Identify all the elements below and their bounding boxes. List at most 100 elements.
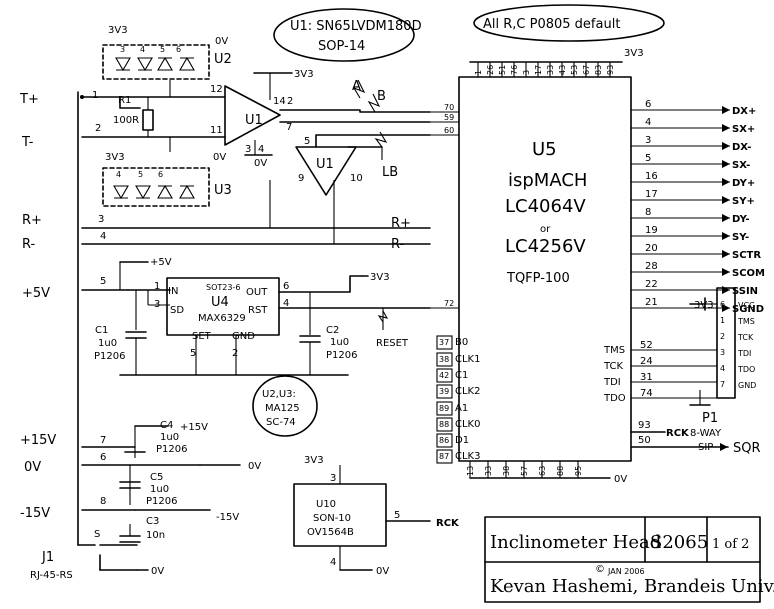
u4-pkg: SOT23-6 [206,283,240,292]
u1-pin-10: 10 [350,173,363,184]
u10-rck-label: RCK [436,518,460,529]
j1-pin-2: 2 [95,123,101,134]
shield-0v-label: 0V [151,566,164,577]
u5-left-pin-box [436,401,453,416]
u5-right-pin-arrow [722,124,730,132]
u1-pin-5: 5 [304,136,310,147]
u1-0v-label: 0V [254,158,267,169]
title-text: Inclinometer Head [490,532,661,553]
u2u3-callout: U2,U3: MA125 SC-74 [252,375,318,437]
port-label-0v: 0V [24,460,41,475]
u3-3v3-label: 3V3 [105,152,125,163]
u4-ref: U4 [211,295,229,310]
u5-left-pin-label: CLK3 [455,451,480,462]
port-label-t-plus: T+ [19,92,39,107]
u4-pin-in: IN [168,286,178,297]
u4-pin-num-sd: 3 [154,299,160,310]
u5-right-pin-label: SGND [732,304,764,315]
c2-pkg: P1206 [326,350,357,361]
cpld-u5: 3V3 0V U5 ispMACH LC4064V or LC4256V TQF… [430,48,765,485]
u5-pin-93: 93 [638,420,651,431]
u5-left-pin-box [436,433,453,448]
author-text: Kevan Hashemi, Brandeis Univ. [490,576,774,597]
r-minus-net-label: R- [391,237,405,252]
u5-left-pin-box [436,417,453,432]
u5-left-pin-number: 60 [444,126,454,135]
u5-left-pin-box [436,384,453,399]
u2-pin-3: 3 [120,45,125,54]
u5-rck-label: RCK [666,428,690,439]
p1-pin-number: 1 [720,316,725,325]
c2-ref: C2 [326,325,339,336]
u4-output-wiring: 3V3 C2 1u0 P1206 RESET [119,272,431,376]
u10-part: OV1564B [307,527,354,538]
j1-pin-6: 6 [100,452,106,463]
u1-pin-7: 7 [286,122,292,133]
u5-ref: U5 [532,139,557,160]
u5-pkg: TQFP-100 [506,271,570,286]
u4-pin-rst: RST [248,305,268,316]
u5-left-pin-number: 70 [444,103,454,112]
oscillator-u10: 3V3 3 U10 SON-10 OV1564B 5 RCK 4 0V [293,455,460,577]
u5-left-pin-box [436,335,453,350]
c1-ref: C1 [95,325,108,336]
j1-pin-4: 4 [100,231,106,242]
u5-left-pin-number: 42 [439,371,449,380]
regulator-u4: IN SD OUT RST SET GND SOT23-6 U4 MAX6329… [154,277,289,375]
u10-ref: U10 [316,499,336,510]
u1-driver: U1 12 11 14 2 7 3 4 3V3 0V [210,69,431,169]
p1-pin-number: 3 [720,348,725,357]
u5-left-pin-number: 39 [439,387,449,396]
u5-jtag-pin-label: TCK [603,361,624,372]
u5-right-pin-number: 28 [645,261,658,272]
c5-ref: C5 [150,472,163,483]
u5-top-pin-number: 1 [474,70,483,75]
u5-jtag-pin-number: 24 [640,356,653,367]
j1-pin-1: 1 [92,90,98,101]
rc-default-text: All R,C P0805 default [483,17,620,32]
u5-right-pin-number: 19 [645,225,658,236]
j1-pin-s: S [94,529,100,540]
u2-pin-5: 5 [160,45,165,54]
u10-pin-3: 3 [330,473,336,484]
p1-pin-number: 4 [720,364,725,373]
c4-value: 1u0 [160,432,179,443]
signal-label-lb: LB [382,165,398,180]
c5-pkg: P1206 [146,496,177,507]
u5-bottom-pin-number: 38 [502,466,511,476]
c4-ref: C4 [160,420,173,431]
u2-pin-4: 4 [140,45,145,54]
u1-pin-4: 4 [258,144,264,155]
plus5-rail-label: +5V [150,257,172,268]
signal-label-a: A [352,79,361,94]
u5-top-pin-number: 33 [546,65,555,75]
u5-left-pin-label: A1 [455,403,468,414]
u5-right-pin-label: DY- [732,214,750,225]
minus15-rail-label: -15V [216,512,239,523]
u5-3v3-label: 3V3 [624,48,644,59]
u5-bottom-pin-number: 95 [574,466,583,476]
u5-right-pin-arrow [722,106,730,114]
u2u3-pn-text: MA125 [265,403,300,414]
u2-esd-array: 3V3 0V U2 3 4 5 6 [102,25,232,80]
u5-left-pin-label: D1 [455,435,469,446]
u5-right-pin-label: SY- [732,232,749,243]
u5-jtag-pin-number: 31 [640,372,653,383]
j1-ref: J1 [41,550,54,565]
zero-rail-label: 0V [248,461,261,472]
u5-top-pin-number: 17 [534,65,543,75]
r1-ref: R1 [118,95,131,106]
u2u3-part-text: U2,U3: [262,389,296,400]
u5-right-pin-arrow [722,232,730,240]
supply-5v-section: +5V C1 1u0 P1206 [94,257,172,375]
u5-part: ispMACH [508,170,587,191]
drawing-number: S2065 [650,532,708,553]
u5-right-pin-number: 21 [645,297,658,308]
j1-type: RJ-45-RS [30,570,73,581]
u5-right-pin-label: SY+ [732,196,755,207]
u5-bottom-pin-number: 13 [466,466,475,476]
p1-pin-number: 2 [720,332,725,341]
p1-pin-label: VCC [738,301,755,310]
